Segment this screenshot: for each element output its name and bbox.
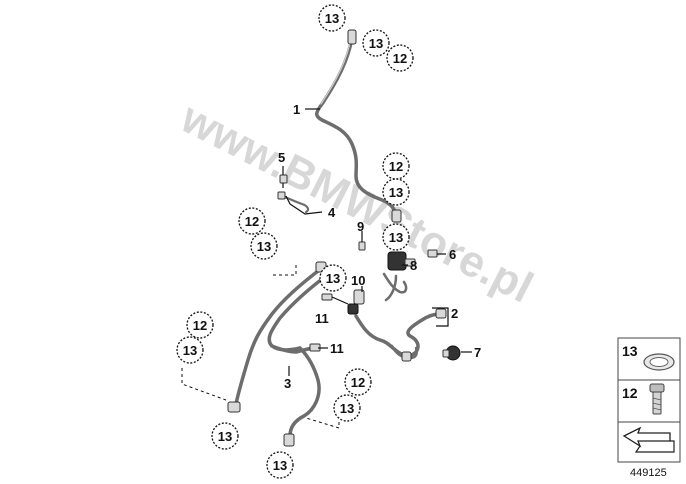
legend-label-12: 12 — [622, 385, 638, 401]
svg-text:13: 13 — [183, 343, 197, 358]
callout-13-i: 13 — [333, 394, 361, 422]
svg-text:13: 13 — [218, 429, 232, 444]
part-label-9: 9 — [357, 219, 364, 234]
part-label-2: 2 — [451, 306, 458, 321]
callout-13-b: 13 — [362, 29, 390, 57]
legend-label-13: 13 — [622, 343, 638, 359]
distributor-part-10 — [321, 289, 365, 315]
svg-text:13: 13 — [340, 401, 354, 416]
banjo-bolt-part-6 — [427, 249, 438, 258]
banjo-bolt-icon — [649, 383, 665, 415]
valve-block-part-8 — [382, 251, 416, 302]
callout-13-a: 13 — [318, 4, 346, 32]
ref-line-a — [273, 262, 297, 276]
ref-line-c — [305, 417, 340, 429]
callout-13-c: 13 — [382, 178, 410, 206]
callout-13-f: 13 — [319, 264, 347, 292]
svg-text:13: 13 — [389, 230, 403, 245]
part-label-1: 1 — [293, 102, 300, 117]
callout-13-h: 13 — [211, 422, 239, 450]
part-label-10: 10 — [351, 273, 365, 288]
svg-text:13: 13 — [257, 239, 271, 254]
part-label-11-bottom: 11 — [330, 341, 344, 356]
svg-text:13: 13 — [273, 458, 287, 473]
part-label-3: 3 — [284, 376, 291, 391]
ref-line-b — [181, 368, 227, 401]
part-label-5: 5 — [278, 150, 285, 165]
svg-text:12: 12 — [351, 375, 365, 390]
callout-13-j: 13 — [266, 451, 294, 479]
sensor-part-7 — [442, 345, 461, 361]
svg-text:13: 13 — [325, 11, 339, 26]
leader-2 — [432, 307, 449, 327]
callout-12-d: 12 — [186, 311, 214, 339]
callout-13-e: 13 — [250, 232, 278, 260]
callout-12-a: 12 — [386, 44, 414, 72]
legend-panel: 13 12 — [617, 337, 681, 463]
brake-line-1 — [315, 29, 402, 223]
part-label-4: 4 — [328, 205, 336, 220]
part-label-7: 7 — [474, 345, 481, 360]
diagram-id: 449125 — [630, 467, 667, 479]
seal-ring-icon — [643, 353, 675, 371]
brake-line-3 — [227, 261, 328, 447]
callout-12-b: 12 — [382, 152, 410, 180]
callout-12-e: 12 — [344, 368, 372, 396]
callout-12-c: 12 — [238, 207, 266, 235]
part-label-8: 8 — [410, 258, 417, 273]
part-label-11-top: 11 — [315, 311, 329, 326]
arrow-icon — [622, 426, 675, 453]
svg-text:12: 12 — [389, 159, 403, 174]
clip-part-9 — [358, 241, 366, 251]
part-label-6: 6 — [449, 247, 456, 262]
svg-text:12: 12 — [393, 51, 407, 66]
svg-text:13: 13 — [369, 36, 383, 51]
svg-text:12: 12 — [193, 318, 207, 333]
svg-text:13: 13 — [326, 271, 340, 286]
svg-text:12: 12 — [245, 214, 259, 229]
callout-13-d: 13 — [382, 223, 410, 251]
brake-line-2 — [354, 308, 447, 362]
leader-4 — [285, 195, 323, 215]
svg-text:13: 13 — [389, 185, 403, 200]
callout-13-g: 13 — [176, 336, 204, 364]
